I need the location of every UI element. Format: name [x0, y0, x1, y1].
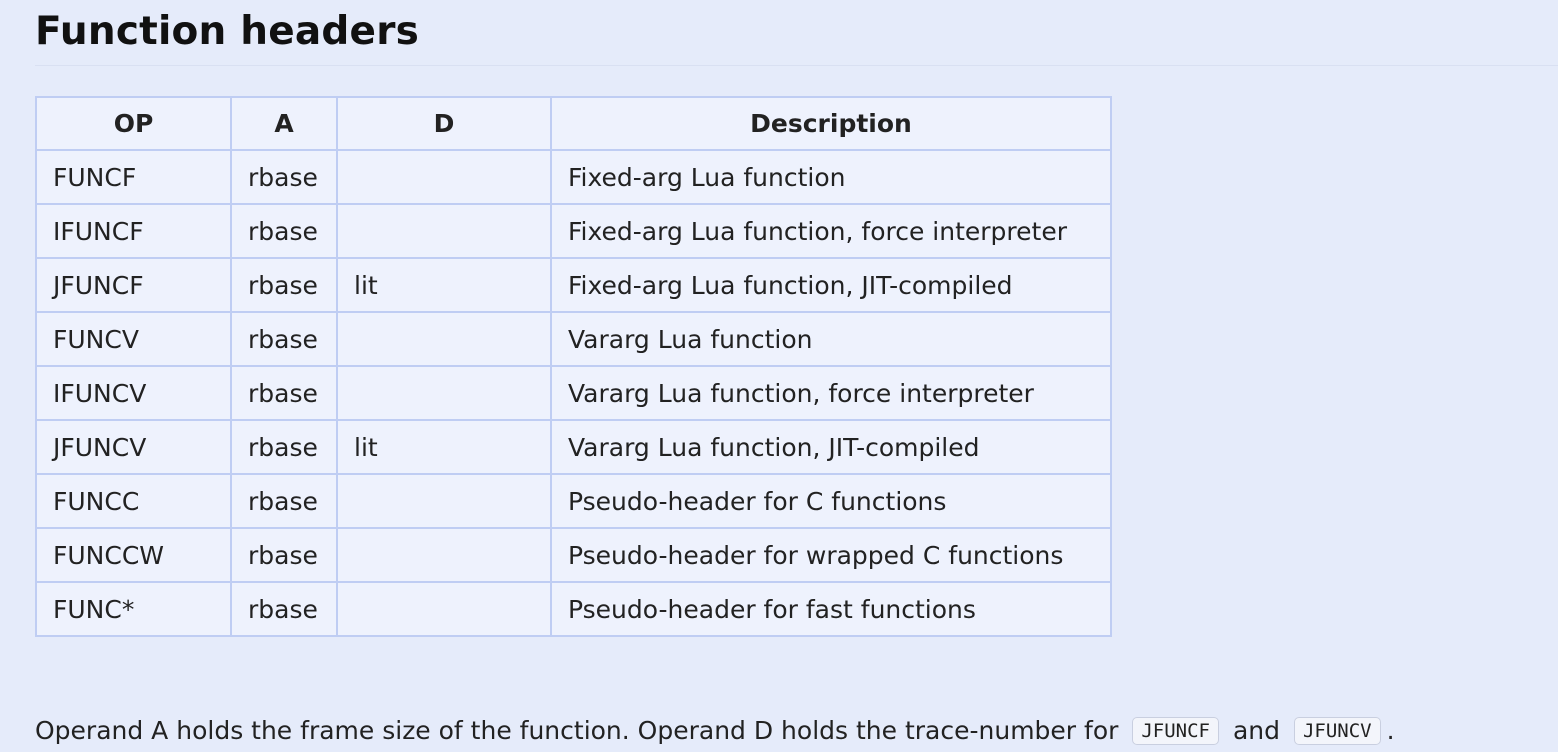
- cell-a: rbase: [230, 365, 338, 421]
- table-row: JFUNCF rbase lit Fixed-arg Lua function,…: [35, 257, 1112, 313]
- column-header-d: D: [336, 96, 552, 151]
- cell-op: JFUNCV: [35, 419, 232, 475]
- cell-a: rbase: [230, 527, 338, 583]
- cell-op: FUNC*: [35, 581, 232, 637]
- cell-description: Fixed-arg Lua function, force interprete…: [550, 203, 1112, 259]
- cell-description: Vararg Lua function: [550, 311, 1112, 367]
- table-row: IFUNCV rbase Vararg Lua function, force …: [35, 365, 1112, 421]
- cell-d: [336, 581, 552, 637]
- table-row: FUNCF rbase Fixed-arg Lua function: [35, 149, 1112, 205]
- cell-d: lit: [336, 257, 552, 313]
- column-header-a: A: [230, 96, 338, 151]
- cell-description: Fixed-arg Lua function, JIT-compiled: [550, 257, 1112, 313]
- cell-a: rbase: [230, 419, 338, 475]
- cell-description: Pseudo-header for C functions: [550, 473, 1112, 529]
- operand-note-period: .: [1386, 716, 1395, 745]
- cell-op: JFUNCF: [35, 257, 232, 313]
- table-row: IFUNCF rbase Fixed-arg Lua function, for…: [35, 203, 1112, 259]
- operand-note-text: Operand A holds the frame size of the fu…: [35, 716, 1119, 745]
- table-header-row: OP A D Description: [35, 96, 1112, 151]
- content: Function headers OP A D Description FUNC…: [35, 0, 1558, 745]
- cell-d: [336, 365, 552, 421]
- cell-a: rbase: [230, 149, 338, 205]
- cell-d: lit: [336, 419, 552, 475]
- cell-op: FUNCCW: [35, 527, 232, 583]
- cell-description: Vararg Lua function, force interpreter: [550, 365, 1112, 421]
- cell-a: rbase: [230, 257, 338, 313]
- cell-op: FUNCV: [35, 311, 232, 367]
- code-jfuncv: JFUNCV: [1293, 717, 1381, 745]
- cell-d: [336, 473, 552, 529]
- cell-op: FUNCF: [35, 149, 232, 205]
- table-row: FUNC* rbase Pseudo-header for fast funct…: [35, 581, 1112, 637]
- column-header-description: Description: [550, 96, 1112, 151]
- bytecode-table: OP A D Description FUNCF rbase Fixed-arg…: [35, 96, 1112, 637]
- cell-a: rbase: [230, 473, 338, 529]
- cell-d: [336, 203, 552, 259]
- table-row: FUNCC rbase Pseudo-header for C function…: [35, 473, 1112, 529]
- cell-op: FUNCC: [35, 473, 232, 529]
- cell-a: rbase: [230, 311, 338, 367]
- table-row: FUNCCW rbase Pseudo-header for wrapped C…: [35, 527, 1112, 583]
- cell-d: [336, 149, 552, 205]
- cell-op: IFUNCF: [35, 203, 232, 259]
- cell-description: Fixed-arg Lua function: [550, 149, 1112, 205]
- cell-description: Vararg Lua function, JIT-compiled: [550, 419, 1112, 475]
- cell-a: rbase: [230, 581, 338, 637]
- table-row: JFUNCV rbase lit Vararg Lua function, JI…: [35, 419, 1112, 475]
- cell-description: Pseudo-header for wrapped C functions: [550, 527, 1112, 583]
- section-heading: Function headers: [35, 9, 420, 54]
- heading-divider: [35, 65, 1558, 66]
- cell-op: IFUNCV: [35, 365, 232, 421]
- cell-description: Pseudo-header for fast functions: [550, 581, 1112, 637]
- operand-note: Operand A holds the frame size of the fu…: [35, 713, 1395, 751]
- cell-d: [336, 311, 552, 367]
- cell-d: [336, 527, 552, 583]
- code-jfuncf: JFUNCF: [1132, 717, 1219, 745]
- cell-a: rbase: [230, 203, 338, 259]
- operand-note-and: and: [1232, 716, 1280, 745]
- table-row: FUNCV rbase Vararg Lua function: [35, 311, 1112, 367]
- column-header-op: OP: [35, 96, 232, 151]
